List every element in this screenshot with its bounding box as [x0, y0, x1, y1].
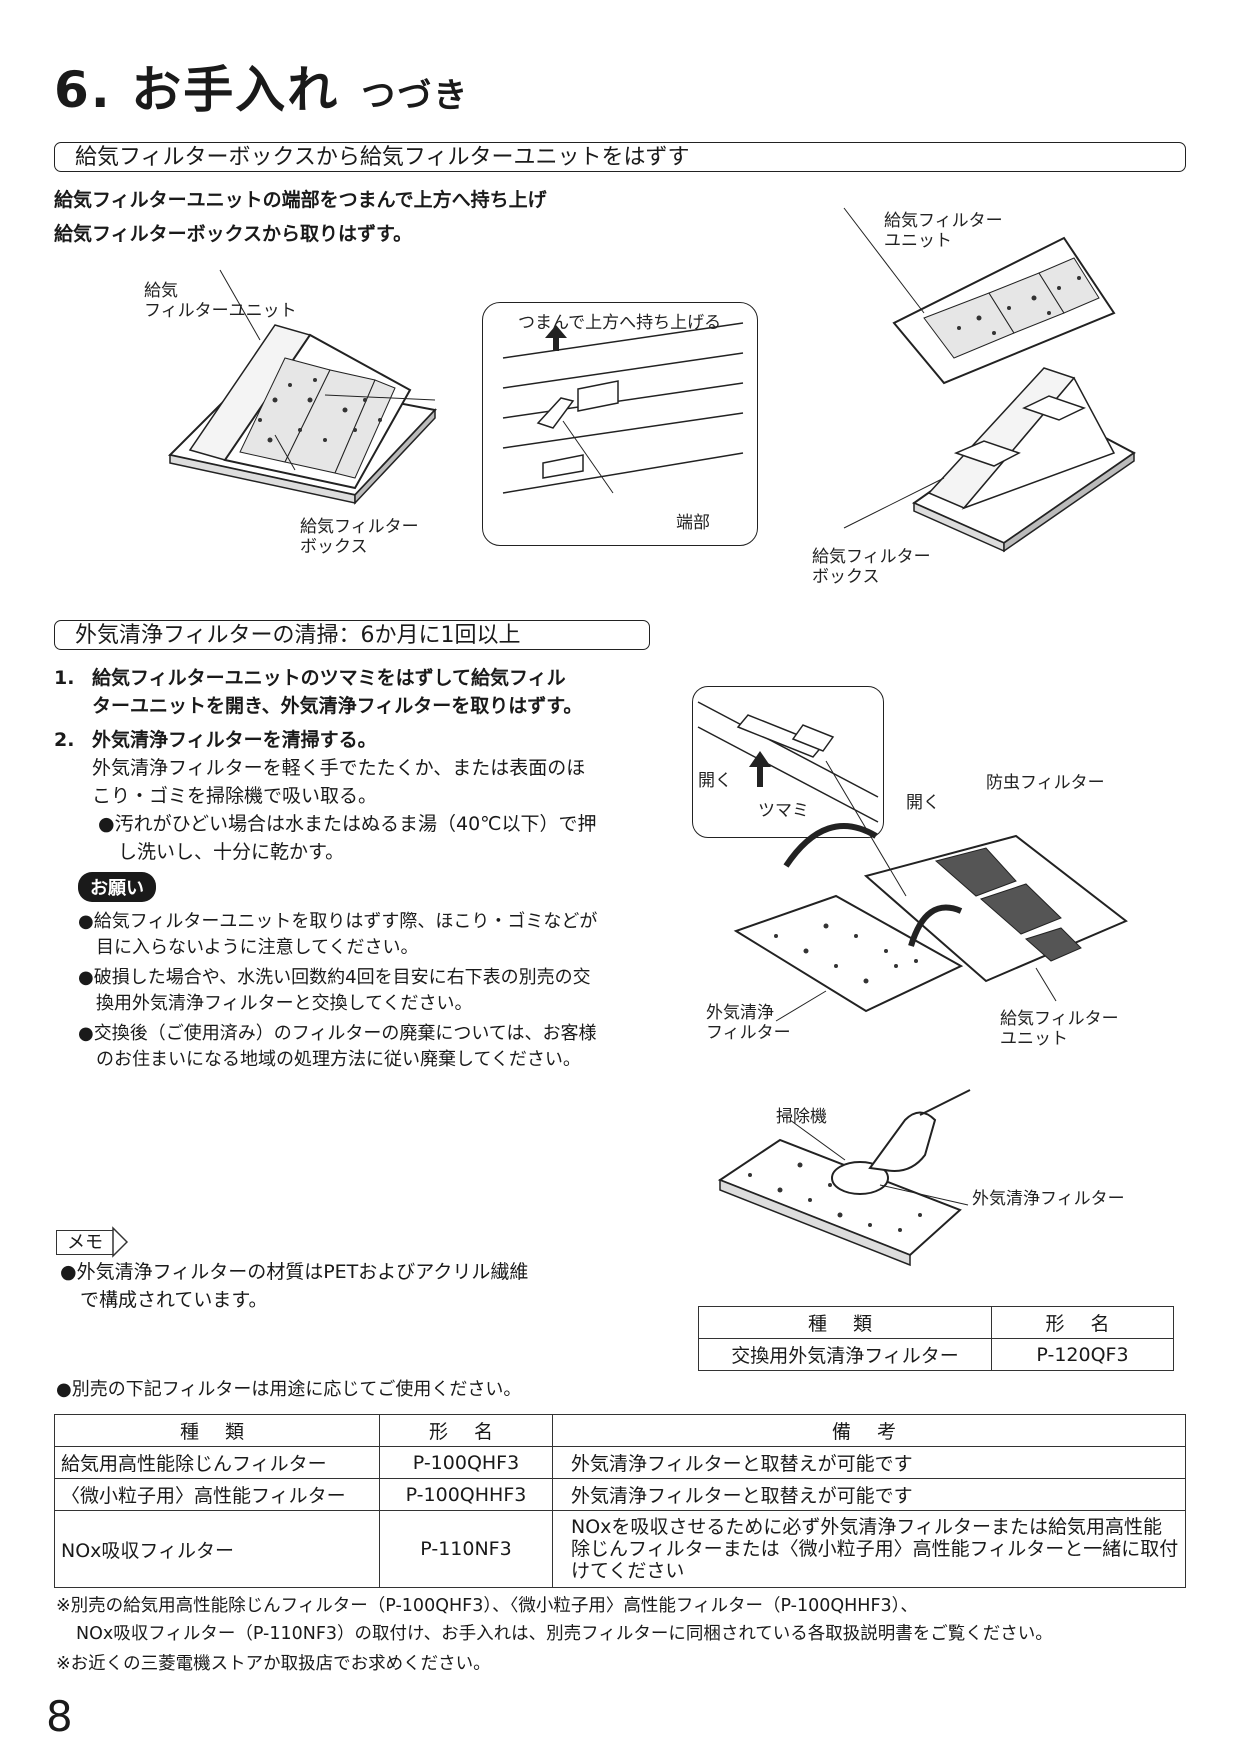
request3-line1: ●交換後（ご使用済み）のフィルターの廃棄については、お客様	[78, 1023, 597, 1044]
step1-line2: ターユニットを開き、外気清浄フィルターを取りはずす。	[92, 695, 583, 717]
replacement-header-model: 形 名	[991, 1306, 1174, 1339]
fig3-box-label-a: 給気フィルター	[812, 547, 931, 567]
memo-line2: で構成されています。	[80, 1289, 268, 1311]
fig4-knob-label: ツマミ	[758, 801, 809, 821]
step2-number: 2.	[54, 729, 75, 751]
table-row: 給気用高性能除じんフィルター P-100QHF3 外気清浄フィルターと取替えが可…	[54, 1446, 1186, 1479]
request1-line2: 目に入らないように注意してください。	[96, 937, 419, 958]
fig4-clean-label-a: 外気清浄	[706, 1003, 774, 1023]
fig1-box-label-b: ボックス	[300, 537, 368, 557]
table-row: NOx吸収フィルター P-110NF3 NOxを吸収させるために必ず外気清浄フィ…	[54, 1510, 1186, 1588]
fig2-caption: つまんで上方へ持ち上げる	[518, 313, 722, 333]
removed-unit-illustration	[843, 207, 1136, 553]
fig3-unit-label-b: ユニット	[884, 231, 952, 251]
options-header-kind: 種 類	[54, 1414, 380, 1447]
figure-vacuum	[717, 1089, 971, 1267]
page-title-sub: つづき	[361, 76, 470, 116]
fig1-box-label-a: 給気フィルター	[300, 517, 419, 537]
memo-arrow-icon	[112, 1226, 129, 1258]
fig4-unit-label-a: 給気フィルター	[1000, 1009, 1119, 1029]
step2-line2: 外気清浄フィルターを軽く手でたたくか、または表面のほ	[92, 757, 586, 779]
options-row1-model: P-100QHF3	[379, 1446, 553, 1479]
fig5-filter-label: 外気清浄フィルター	[972, 1189, 1125, 1209]
step2-bullet-line1: ●汚れがひどい場合は水またはぬるま湯（40℃以下）で押	[98, 813, 597, 835]
page-title: 6. お手入れつづき	[54, 50, 469, 122]
options-header-model: 形 名	[379, 1414, 553, 1447]
step2-line3: こり・ゴミを掃除機で吸い取る。	[92, 785, 378, 807]
memo-tag: メモ	[56, 1220, 129, 1258]
fig4-unit-label-b: ユニット	[1000, 1029, 1068, 1049]
step2-line1: 外気清浄フィルターを清掃する。	[92, 729, 377, 751]
section1-heading: 給気フィルターボックスから給気フィルターユニットをはずす	[54, 142, 1186, 172]
footnote1-line2: NOx吸収フィルター（P-110NF3）の取付け、お手入れは、別売フィルターに同…	[76, 1624, 1053, 1644]
step1-number: 1.	[54, 667, 75, 689]
fig1-unit-label-a: 給気	[144, 281, 178, 301]
fig3-box-label-b: ボックス	[812, 567, 880, 587]
step1-line1: 給気フィルターユニットのツマミをはずして給気フィル	[92, 667, 566, 689]
options-intro: ●別売の下記フィルターは用途に応じてご使用ください。	[56, 1379, 522, 1400]
fig4-open-label-1: 開く	[698, 771, 732, 791]
replacement-header-kind: 種 類	[698, 1306, 992, 1339]
section1-line2: 給気フィルターボックスから取りはずす。	[54, 223, 413, 245]
options-row3-model: P-110NF3	[379, 1510, 553, 1588]
figure-open-unit	[733, 760, 1128, 1026]
fig2-end-label: 端部	[676, 513, 710, 533]
page-number: 8	[46, 1692, 73, 1741]
table-row: 〈微小粒子用〉高性能フィルター P-100QHHF3 外気清浄フィルターと取替え…	[54, 1478, 1186, 1511]
step2-bullet-line2: し洗いし、十分に乾かす。	[118, 841, 345, 863]
fig1-unit-label-b: フィルターユニット	[144, 301, 297, 321]
options-row3-note: NOxを吸収させるために必ず外気清浄フィルターまたは給気用高性能除じんフィルター…	[552, 1510, 1186, 1588]
vacuum-illustration	[717, 1089, 971, 1267]
figure-knob-detail	[692, 686, 884, 838]
footnote2: ※お近くの三菱電機ストアか取扱店でお求めください。	[56, 1654, 491, 1674]
replacement-table: 種 類 形 名 交換用外気清浄フィルター P-120QF3	[698, 1306, 1174, 1371]
request-badge: お願い	[78, 872, 156, 902]
open-unit-illustration	[733, 760, 1128, 1022]
section2-heading: 外気清浄フィルターの清掃：6か月に1回以上	[54, 620, 650, 650]
options-header-note: 備 考	[552, 1414, 1186, 1447]
fig4-open-label-2: 開く	[906, 793, 940, 813]
request2-line1: ●破損した場合や、水洗い回数約4回を目安に右下表の別売の交	[78, 967, 591, 988]
fig3-unit-label-a: 給気フィルター	[884, 211, 1003, 231]
options-table: 種 類 形 名 備 考 給気用高性能除じんフィルター P-100QHF3 外気清…	[54, 1414, 1186, 1588]
figure-removed-unit	[843, 207, 1164, 568]
figure-filter-box	[150, 269, 450, 530]
knob-detail-illustration	[697, 701, 879, 823]
options-row3-kind: NOx吸収フィルター	[54, 1510, 380, 1588]
fig5-vacuum-label: 掃除機	[776, 1107, 827, 1127]
filter-box-illustration	[167, 269, 437, 505]
memo-label: メモ	[56, 1230, 113, 1255]
options-row1-note: 外気清浄フィルターと取替えが可能です	[552, 1446, 1186, 1479]
options-row2-note: 外気清浄フィルターと取替えが可能です	[552, 1478, 1186, 1511]
replacement-model: P-120QF3	[991, 1338, 1174, 1371]
fig4-insect-label: 防虫フィルター	[986, 773, 1105, 793]
footnote1-line1: ※別売の給気用高性能除じんフィルター（P-100QHF3）、〈微小粒子用〉高性能…	[56, 1596, 918, 1616]
options-row2-model: P-100QHHF3	[379, 1478, 553, 1511]
figure-zoom-detail	[482, 302, 758, 546]
fig4-clean-label-b: フィルター	[706, 1023, 791, 1043]
options-row1-kind: 給気用高性能除じんフィルター	[54, 1446, 380, 1479]
replacement-kind: 交換用外気清浄フィルター	[698, 1338, 992, 1371]
request1-line1: ●給気フィルターユニットを取りはずす際、ほこり・ゴミなどが	[78, 911, 598, 932]
options-row2-kind: 〈微小粒子用〉高性能フィルター	[54, 1478, 380, 1511]
request3-line2: のお住まいになる地域の処理方法に従い廃棄してください。	[96, 1049, 581, 1070]
section1-line1: 給気フィルターユニットの端部をつまんで上方へ持ち上げ	[54, 189, 547, 211]
page-title-main: 6. お手入れ	[54, 61, 340, 119]
request2-line2: 換用外気清浄フィルターと交換してください。	[96, 993, 473, 1014]
memo-line1: ●外気清浄フィルターの材質はPETおよびアクリル繊維	[60, 1261, 529, 1283]
zoom-detail-illustration	[502, 322, 744, 494]
